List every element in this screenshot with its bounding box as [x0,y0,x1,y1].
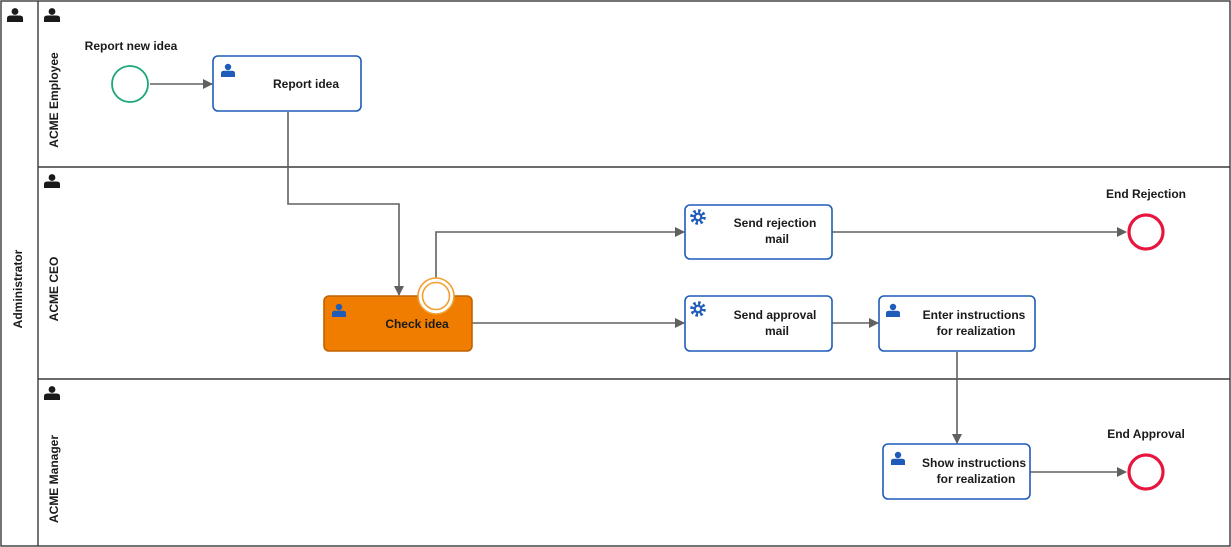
task-send-approval-box[interactable] [684,295,833,352]
task-send-rejection-label-line1: Send rejection [734,216,817,230]
boundary-event[interactable] [417,277,455,315]
task-report-idea-box[interactable] [212,55,362,112]
task-show-instructions-label-line2: for realization [937,472,1016,486]
start-event-label: Report new idea [85,39,178,53]
task-enter-instructions-label-line1: Enter instructions [923,308,1026,322]
pool-user-icon [7,8,23,22]
task-send-rejection-box[interactable] [684,204,833,260]
task-enter-instructions-box[interactable] [878,295,1036,352]
task-check-idea-label: Check idea [385,317,449,331]
task-enter-instructions-label-line2: for realization [937,324,1016,338]
lane-manager-user-icon [44,386,60,400]
end-event-rejection-label: End Rejection [1106,187,1186,201]
end-event-rejection[interactable] [1127,213,1165,251]
end-event-approval-label: End Approval [1107,427,1185,441]
flow-report-to-check[interactable] [287,112,404,296]
lane-label-ceo: ACME CEO [47,257,61,322]
start-event[interactable] [111,65,149,103]
task-report-idea-label: Report idea [273,77,339,91]
flow-check-to-rejection[interactable] [435,227,685,278]
task-show-instructions[interactable]: Show instructions for realization [882,443,1031,500]
lane-ceo-user-icon [44,174,60,188]
lane-label-employee: ACME Employee [47,52,61,148]
lane-employee-user-icon [44,8,60,22]
task-send-rejection-mail[interactable]: Send rejection mail [684,204,833,260]
lane-label-manager: ACME Manager [47,435,61,523]
task-show-instructions-box[interactable] [882,443,1031,500]
pool-label: Administrator [11,249,25,328]
task-send-rejection-label-line2: mail [765,232,789,246]
boundary-event-inner [421,281,451,311]
task-send-approval-label-line2: mail [765,324,789,338]
task-report-idea[interactable]: Report idea [212,55,362,112]
task-send-approval-label-line1: Send approval [734,308,817,322]
task-enter-instructions[interactable]: Enter instructions for realization [878,295,1036,352]
task-send-approval-mail[interactable]: Send approval mail [684,295,833,352]
end-event-approval[interactable] [1127,453,1165,491]
task-show-instructions-label-line1: Show instructions [922,456,1026,470]
